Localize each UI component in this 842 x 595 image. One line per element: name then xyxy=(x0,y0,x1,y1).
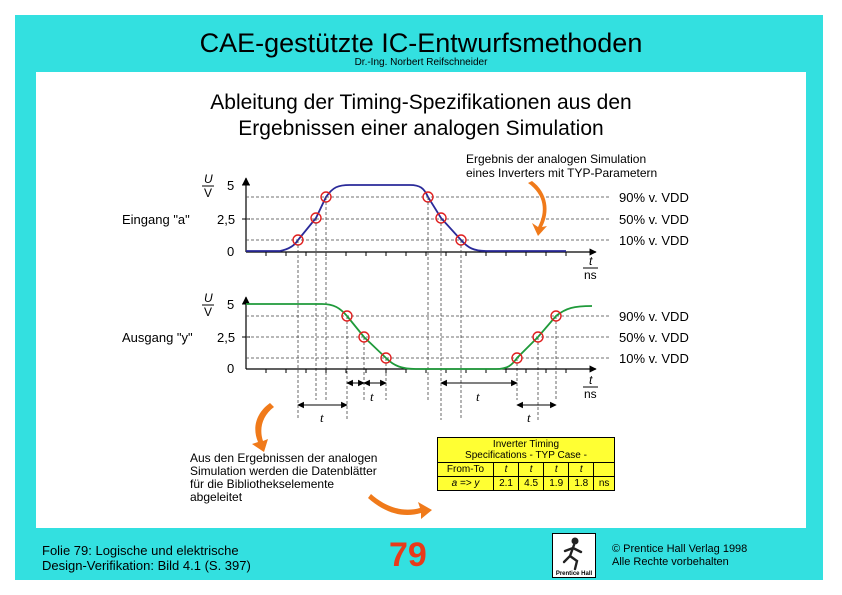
slide-caption-line-2: Design-Verifikation: Bild 4.1 (S. 397) xyxy=(42,558,251,573)
input-tick-label-5: 5 xyxy=(227,178,234,193)
output-plot: U V 5 2,5 0 Ausgang "y" 90% v. VDD 50% v… xyxy=(122,291,689,401)
output-marker xyxy=(550,310,562,322)
orange-arrow-top-right xyxy=(528,181,547,236)
output-level-50-label: 50% v. VDD xyxy=(619,330,689,345)
interval-label: t xyxy=(320,410,324,425)
output-tick-label-5: 5 xyxy=(227,297,234,312)
input-y-unit-num: U xyxy=(204,172,213,186)
runner-icon: Prentice Hall xyxy=(556,537,593,577)
copyright: © Prentice Hall Verlag 1998 Alle Rechte … xyxy=(612,543,747,569)
output-x-unit-den: ns xyxy=(584,387,597,401)
input-waveform xyxy=(246,184,566,252)
spec-header-t: t xyxy=(568,462,595,477)
datasheet-note-line-4: abgeleitet xyxy=(190,490,243,504)
content-panel xyxy=(36,72,806,528)
heading-line-2: Ergebnissen einer analogen Simulation xyxy=(238,117,604,140)
spec-title: Inverter Timing Specifications - TYP Cas… xyxy=(437,437,615,463)
spec-row-pins: a => y xyxy=(436,476,495,491)
output-marker xyxy=(532,331,544,343)
logo-text: Prentice Hall xyxy=(556,571,593,577)
output-tick-label-0: 0 xyxy=(227,361,234,376)
datasheet-note: Aus den Ergebnissen der analogen Simulat… xyxy=(190,452,377,504)
heading-line-1: Ableitung der Timing-Spezifikationen aus… xyxy=(210,91,632,114)
input-level-50-label: 50% v. VDD xyxy=(619,212,689,227)
orange-arrow-bottom xyxy=(368,494,432,519)
spec-header-from-to: From-To xyxy=(436,462,495,477)
input-level-10-label: 10% v. VDD xyxy=(619,233,689,248)
input-label: Eingang "a" xyxy=(122,212,190,227)
copyright-line-2: Alle Rechte vorbehalten xyxy=(612,556,729,568)
output-level-10-label: 10% v. VDD xyxy=(619,351,689,366)
slide-author: Dr.-Ing. Norbert Reifschneider xyxy=(354,57,488,68)
output-marker xyxy=(380,352,392,364)
input-tick-label-0: 0 xyxy=(227,244,234,259)
slide-heading: Ableitung der Timing-Spezifikationen aus… xyxy=(0,90,842,142)
spec-value: 4.5 xyxy=(518,476,545,491)
copyright-line-1: © Prentice Hall Verlag 1998 xyxy=(612,543,748,555)
input-y-unit-den: V xyxy=(204,186,212,200)
interval-label: t xyxy=(527,410,531,425)
spec-header-t: t xyxy=(518,462,545,477)
input-x-unit-den: ns xyxy=(584,268,597,282)
spec-title-line-1: Inverter Timing xyxy=(492,439,560,450)
spec-value: 1.8 xyxy=(568,476,595,491)
datasheet-note-line-3: für die Bibliothekselemente xyxy=(190,477,335,491)
spec-header-t: t xyxy=(543,462,570,477)
output-marker xyxy=(358,331,370,343)
simulation-note: Ergebnis der analogen Simulation eines I… xyxy=(466,152,657,180)
output-y-unit-den: V xyxy=(204,305,212,319)
spec-value: 1.9 xyxy=(543,476,570,491)
output-waveform xyxy=(246,303,593,370)
output-label: Ausgang "y" xyxy=(122,330,193,345)
slide-caption: Folie 79: Logische und elektrische Desig… xyxy=(42,543,251,573)
spec-title-line-2: Specifications - TYP Case - xyxy=(465,450,587,461)
spec-header-blank xyxy=(593,462,615,477)
output-marker xyxy=(341,310,353,322)
timing-spec-table: Inverter Timing Specifications - TYP Cas… xyxy=(436,437,615,491)
input-plot: U V 5 2,5 0 Eingang "a" 90% v. VDD 50% v… xyxy=(122,172,689,282)
output-level-90-label: 90% v. VDD xyxy=(619,309,689,324)
datasheet-note-line-1: Aus den Ergebnissen der analogen xyxy=(190,451,378,465)
output-y-unit-num: U xyxy=(204,291,213,305)
spec-unit: ns xyxy=(593,476,615,491)
interval-label: t xyxy=(370,389,374,404)
slide-title: CAE-gestützte IC-Entwurfsmethoden xyxy=(199,28,643,58)
output-tick-label-25: 2,5 xyxy=(217,330,235,345)
slide-number: 79 xyxy=(389,536,427,574)
input-x-unit-num: t xyxy=(589,254,593,268)
orange-arrow-left xyxy=(252,403,274,452)
simulation-note-line-2: eines Inverters mit TYP-Parametern xyxy=(466,166,658,180)
spec-header-t: t xyxy=(493,462,520,477)
publisher-logo: Prentice Hall xyxy=(552,533,596,578)
slide-caption-line-1: Folie 79: Logische und elektrische xyxy=(42,543,239,558)
spec-value: 2.1 xyxy=(493,476,520,491)
output-marker xyxy=(511,352,523,364)
datasheet-note-line-2: Simulation werden die Datenblätter xyxy=(190,464,377,478)
simulation-note-line-1: Ergebnis der analogen Simulation xyxy=(466,152,647,166)
output-x-unit-num: t xyxy=(589,373,593,387)
input-tick-label-25: 2,5 xyxy=(217,212,235,227)
input-level-90-label: 90% v. VDD xyxy=(619,190,689,205)
interval-label: t xyxy=(476,389,480,404)
